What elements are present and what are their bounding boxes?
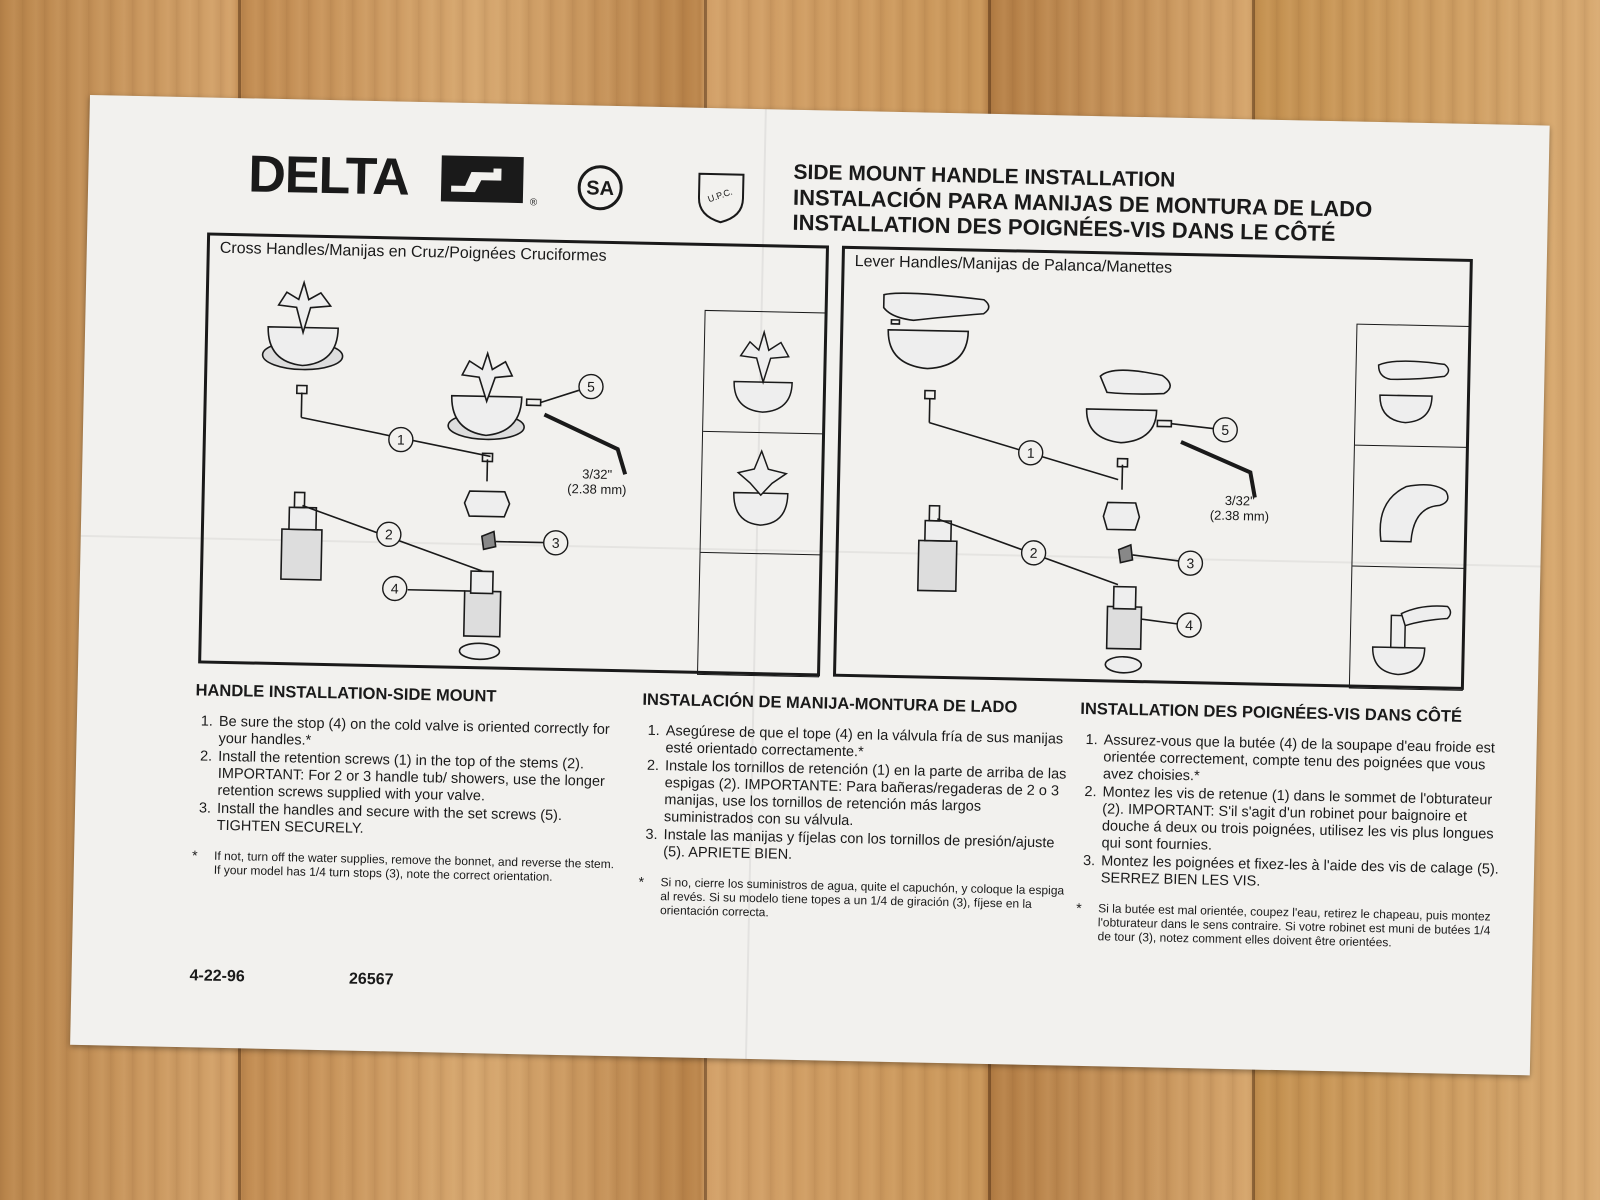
english-heading: HANDLE INSTALLATION-SIDE MOUNT <box>195 681 497 706</box>
callout-4: 4 <box>1185 617 1193 633</box>
french-heading: INSTALLATION DES POIGNÉES-VIS DANS CÔTÉ <box>1080 699 1463 726</box>
wrench-mm: (2.38 mm) <box>1210 508 1270 524</box>
lever-handle-diagram: 1 2 3 4 5 3/32" (2.38 mm) <box>882 292 1270 674</box>
note-text: If not, turn off the water supplies, rem… <box>213 848 615 884</box>
cross-handle-icon <box>733 329 793 413</box>
step: Instale los tornillos de retención (1) e… <box>662 758 1071 835</box>
lever-variant-box <box>1348 323 1471 691</box>
lever-handle-icon <box>1379 484 1449 543</box>
spanish-steps: Asegúrese de que el tope (4) en la válvu… <box>639 723 1072 870</box>
upc-certification-icon: U.P.C. <box>697 172 745 224</box>
variant-cross-handle-2 <box>700 431 824 556</box>
wrench-size: 3/32" <box>582 466 613 482</box>
part-number: 26567 <box>348 970 394 989</box>
step: Install the retention screws (1) in the … <box>215 749 624 809</box>
spanish-note: * Si no, cierre los suministros de agua,… <box>638 873 1069 926</box>
callout-2: 2 <box>385 526 393 542</box>
french-steps: Assurez-vous que la butée (4) de la soup… <box>1077 732 1505 896</box>
variant-lever-2 <box>1352 445 1467 569</box>
faucet-logo-icon <box>440 155 524 204</box>
note-text: Si no, cierre los suministros de agua, q… <box>659 875 1065 920</box>
callout-5: 5 <box>1221 422 1229 438</box>
english-note: * If not, turn off the water supplies, r… <box>191 847 622 885</box>
step: Instale las manijas y fíjelas con los to… <box>661 827 1070 870</box>
variant-lever-1 <box>1354 324 1470 448</box>
callout-3: 3 <box>1186 555 1194 571</box>
upc-label: U.P.C. <box>706 187 733 205</box>
step: Montez les vis de retenue (1) dans le so… <box>1099 784 1503 860</box>
callout-4: 4 <box>391 580 399 596</box>
wrench-size: 3/32" <box>1225 493 1256 509</box>
note-marker: * <box>191 847 198 864</box>
note-marker: * <box>1076 899 1082 916</box>
french-instructions: INSTALLATION DES POIGNÉES-VIS DANS CÔTÉ … <box>1075 699 1505 952</box>
footer: 4-22-96 26567 <box>189 967 393 989</box>
callout-2: 2 <box>1030 545 1038 561</box>
cross-handle-diagram: 1 2 3 4 5 3/32" (2.38 mm) <box>261 279 628 661</box>
callout-1: 1 <box>1027 445 1035 461</box>
lever-handle-icon <box>1371 605 1452 676</box>
callout-1: 1 <box>397 432 405 448</box>
english-steps: Be sure the stop (4) on the cold valve i… <box>193 713 625 843</box>
cross-handles-panel: Cross Handles/Manijas en Cruz/Poignées C… <box>198 232 830 678</box>
spanish-heading: INSTALACIÓN DE MANIJA-MONTURA DE LADO <box>642 690 1018 717</box>
english-instructions: HANDLE INSTALLATION-SIDE MOUNT Be sure t… <box>191 681 626 885</box>
title-block: SIDE MOUNT HANDLE INSTALLATION INSTALACI… <box>792 160 1373 247</box>
french-note: * Si la butée est mal orientée, coupez l… <box>1075 899 1501 952</box>
revision-date: 4-22-96 <box>189 967 245 986</box>
instruction-sheet: DELTA ® SA U.P.C. SIDE MOUNT HANDLE INST… <box>70 95 1550 1076</box>
callout-3: 3 <box>552 535 560 551</box>
step: Montez les poignées et fixez-les à l'aid… <box>1099 853 1503 895</box>
variant-empty <box>698 553 820 675</box>
lever-handle-icon <box>1377 360 1450 424</box>
svg-text:SA: SA <box>586 177 614 200</box>
callout-5: 5 <box>587 378 595 394</box>
variant-cross-handle <box>703 310 826 435</box>
wrench-mm: (2.38 mm) <box>567 481 627 497</box>
variant-lever-3 <box>1350 567 1464 689</box>
registered-mark: ® <box>529 197 538 209</box>
step: Assurez-vous que la butée (4) de la soup… <box>1101 732 1505 791</box>
step: Install the handles and secure with the … <box>215 801 624 844</box>
spanish-instructions: INSTALACIÓN DE MANIJA-MONTURA DE LADO As… <box>638 690 1073 926</box>
lever-handles-panel: Lever Handles/Manijas de Palanca/Manette… <box>832 245 1473 691</box>
handle-variant-box <box>696 309 827 678</box>
note-text: Si la butée est mal orientée, coupez l'e… <box>1097 901 1491 950</box>
note-marker: * <box>638 873 645 890</box>
delta-logo: DELTA ® <box>248 143 538 211</box>
cross-handle-icon <box>733 449 789 526</box>
csa-certification-icon: SA <box>577 165 623 211</box>
